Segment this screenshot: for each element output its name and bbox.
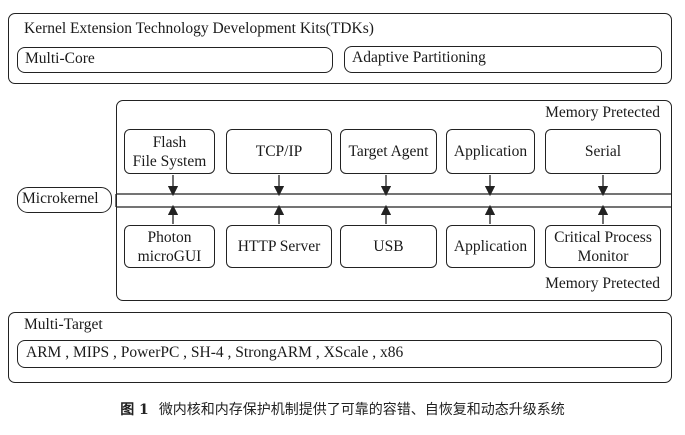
module-application-bottom: Application — [446, 225, 535, 268]
module-serial: Serial — [545, 129, 661, 174]
memory-protected-top-label: Memory Pretected — [545, 104, 660, 121]
tdk-item-multi-core — [17, 47, 333, 73]
module-usb: USB — [340, 225, 437, 268]
memory-protected-bottom-label: Memory Pretected — [545, 275, 660, 292]
architecture-list-box — [17, 340, 662, 368]
module-tcp-ip: TCP/IP — [226, 129, 332, 174]
tdk-title: Kernel Extension Technology Development … — [24, 20, 374, 37]
module-photon-microgui: Photon microGUI — [124, 225, 215, 268]
module-flash-file-system: Flash File System — [124, 129, 215, 174]
figure-caption-text: 微内核和内存保护机制提供了可靠的容错、自恢复和动态升级系统 — [158, 402, 565, 418]
microkernel-label-box — [17, 187, 112, 213]
tdk-item-adaptive-partitioning-label: Adaptive Partitioning — [352, 49, 486, 66]
architecture-list: ARM , MIPS , PowerPC , SH-4 , StrongARM … — [26, 344, 404, 361]
multitarget-title: Multi-Target — [24, 316, 103, 333]
tdk-item-multi-core-label: Multi-Core — [25, 50, 95, 67]
tdk-item-adaptive-partitioning — [344, 46, 662, 73]
module-application-top: Application — [446, 129, 535, 174]
figure-caption: 图 1 微内核和内存保护机制提供了可靠的容错、自恢复和动态升级系统 — [0, 399, 685, 419]
microkernel-label: Microkernel — [22, 190, 99, 207]
module-critical-process-monitor: Critical Process Monitor — [545, 225, 661, 268]
module-target-agent: Target Agent — [340, 129, 437, 174]
module-http-server: HTTP Server — [226, 225, 332, 268]
figure-number: 图 1 — [120, 402, 149, 418]
